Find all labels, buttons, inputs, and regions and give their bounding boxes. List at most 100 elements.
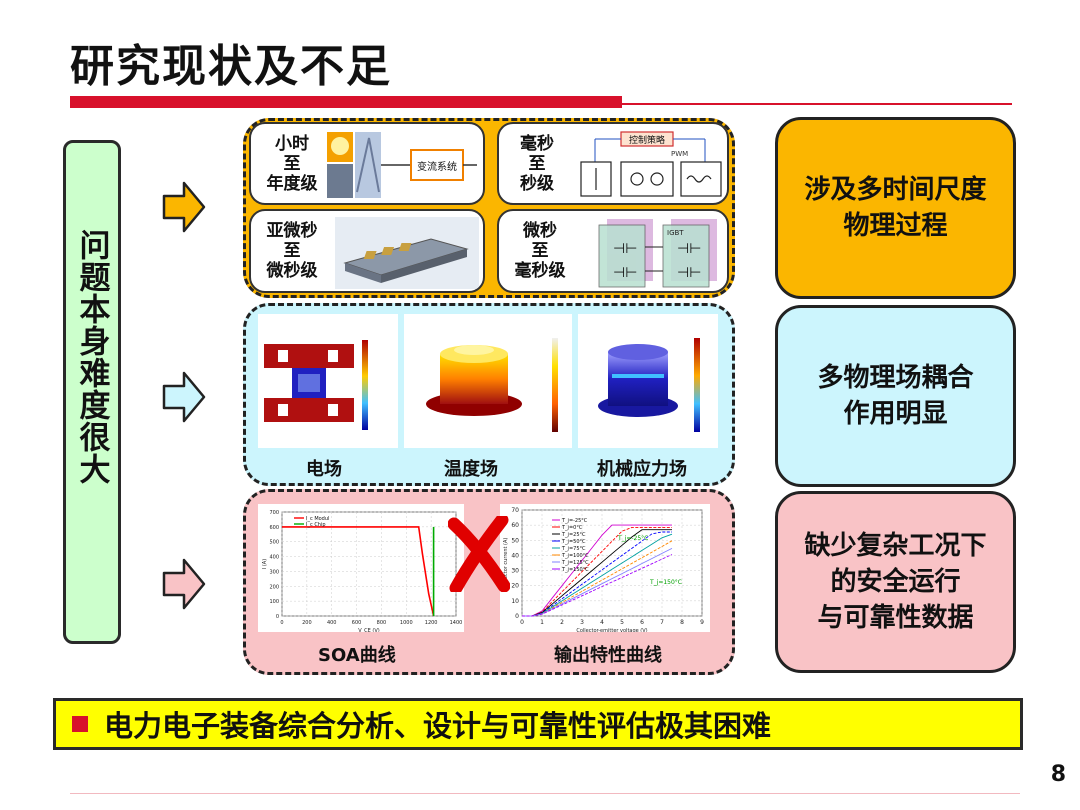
control-diagram-illustration: 控制策略 PWM [580, 131, 722, 197]
x-tick-label: 9 [700, 619, 704, 626]
series-line [522, 531, 672, 617]
title-underline-thin [622, 103, 1012, 105]
legend-label: T_j=75°C [561, 546, 586, 552]
x-tick-label: 6 [640, 619, 644, 626]
y-tick-label: 100 [269, 599, 279, 605]
arrow-right-icon [162, 181, 206, 233]
legend-label: T_j=150°C [561, 567, 589, 573]
x-tick-label: 2 [560, 619, 564, 626]
legend-label: T_j=-25°C [561, 518, 588, 524]
tile-us-to-ms: 微秒 至 毫秒级 IGBT ⊣⊢ ⊣⊢ ⊣⊢ ⊣⊢ [497, 209, 729, 293]
series-line [522, 540, 673, 617]
pwm-label: PWM [671, 150, 688, 158]
title-underline [70, 96, 622, 108]
y-tick-label: 40 [511, 552, 519, 559]
series-line [522, 554, 673, 617]
y-tick-label: 0 [515, 613, 519, 620]
svg-text:⊣⊢: ⊣⊢ [677, 241, 701, 257]
annotation-label: T_j=150°C [649, 579, 682, 586]
legend-label: T_j=125°C [561, 560, 589, 566]
x-tick-label: 4 [600, 619, 604, 626]
legend-label: I_c Modul [306, 516, 329, 522]
caption-temperature-field: 温度场 [444, 459, 498, 480]
igbt-module-illustration: IGBT ⊣⊢ ⊣⊢ ⊣⊢ ⊣⊢ [598, 219, 717, 288]
legend-label: I_c Chip [306, 522, 326, 528]
series-line [522, 529, 672, 617]
y-tick-label: 700 [269, 510, 279, 516]
page-title: 研究现状及不足 [70, 41, 392, 92]
x-tick-label: 1 [540, 619, 544, 626]
x-tick-label: 7 [660, 619, 664, 626]
y-tick-label: 400 [269, 555, 279, 561]
page-number: 8 [1050, 762, 1066, 787]
left-banner-text: 问题本身难度很大 [73, 229, 110, 485]
series-line [522, 524, 672, 617]
series-line [522, 526, 672, 617]
x-tick-label: 3 [580, 619, 584, 626]
x-tick-label: 8 [680, 619, 684, 626]
left-banner: 问题本身难度很大 [63, 140, 121, 644]
conclusion-multi-timescale: 涉及多时间尺度 物理过程 [775, 117, 1016, 299]
legend-label: T_j=0°C [561, 525, 583, 531]
annotation-label: T_j=-25°C [617, 535, 648, 542]
tile-hours-to-years: 小时 至 年度级 变流系统 [249, 122, 485, 205]
series-line [282, 526, 435, 617]
y-tick-label: 300 [269, 569, 279, 575]
y-tick-label: 0 [276, 614, 279, 620]
x-tick-label: 1000 [400, 620, 413, 626]
x-tick-label: 0 [280, 620, 283, 626]
temperature-field-plot [404, 314, 572, 448]
legend-label: T_j=50°C [561, 539, 586, 545]
caption-electric-field: 电场 [306, 459, 342, 480]
caption-soa: SOA曲线 [318, 645, 396, 666]
legend-label: T_j=25°C [561, 532, 586, 538]
arrow-right-icon [162, 558, 206, 610]
power-system-illustration: 变流系统 [327, 132, 477, 198]
x-tick-label: 600 [352, 620, 362, 626]
svg-text:⊣⊢: ⊣⊢ [677, 265, 701, 281]
x-axis-label: Collector-emitter voltage (V) [576, 628, 647, 632]
x-tick-label: 0 [520, 619, 524, 626]
caption-stress-field: 机械应力场 [597, 459, 687, 480]
control-strategy-label: 控制策略 [629, 134, 665, 146]
series-line [522, 533, 673, 617]
tile-ms-to-s: 毫秒 至 秒级 控制策略 PWM [497, 122, 729, 205]
x-tick-label: 1400 [450, 620, 463, 626]
soa-chart: 0 200 400 600 800 1000 1200 1400 0 100 200 300 400 50… [258, 504, 464, 632]
bullet-square-icon [72, 716, 88, 732]
summary-banner: 电力电子装备综合分析、设计与可靠性评估极其困难 [53, 698, 1023, 750]
electric-field-plot [258, 314, 398, 448]
svg-text:⊣⊢: ⊣⊢ [613, 265, 637, 281]
summary-text: 电力电子装备综合分析、设计与可靠性评估极其困难 [104, 709, 772, 743]
svg-text:⊣⊢: ⊣⊢ [613, 241, 637, 257]
y-tick-label: 70 [511, 507, 519, 514]
x-tick-label: 1200 [425, 620, 438, 626]
y-axis-label: Collector current (A) [503, 538, 509, 589]
x-tick-label: 5 [620, 619, 624, 626]
x-tick-label: 200 [302, 620, 312, 626]
arrow-right-icon [162, 371, 206, 423]
conclusion-missing-data: 缺少复杂工况下 的安全运行 与可靠性数据 [775, 491, 1016, 673]
series-line [522, 547, 673, 617]
y-tick-label: 30 [511, 568, 519, 575]
x-axis-label: V_CE (V) [358, 628, 380, 632]
module-3d-illustration [335, 217, 479, 289]
chart-background [500, 504, 710, 632]
converter-system-label: 变流系统 [417, 160, 457, 173]
cross-mark-icon [448, 516, 510, 592]
y-axis-label: I (A) [262, 559, 268, 569]
y-tick-label: 10 [511, 598, 519, 605]
y-tick-label: 500 [269, 540, 279, 546]
igbt-label: IGBT [667, 229, 684, 237]
footer-divider [70, 793, 1020, 794]
caption-output-curve: 输出特性曲线 [554, 645, 662, 666]
y-tick-label: 50 [511, 537, 519, 544]
mechanical-stress-plot [578, 314, 718, 448]
y-tick-label: 200 [269, 584, 279, 590]
x-tick-label: 800 [377, 620, 387, 626]
y-tick-label: 60 [511, 522, 519, 529]
x-tick-label: 400 [327, 620, 337, 626]
y-tick-label: 600 [269, 525, 279, 531]
chart-background [258, 504, 464, 632]
